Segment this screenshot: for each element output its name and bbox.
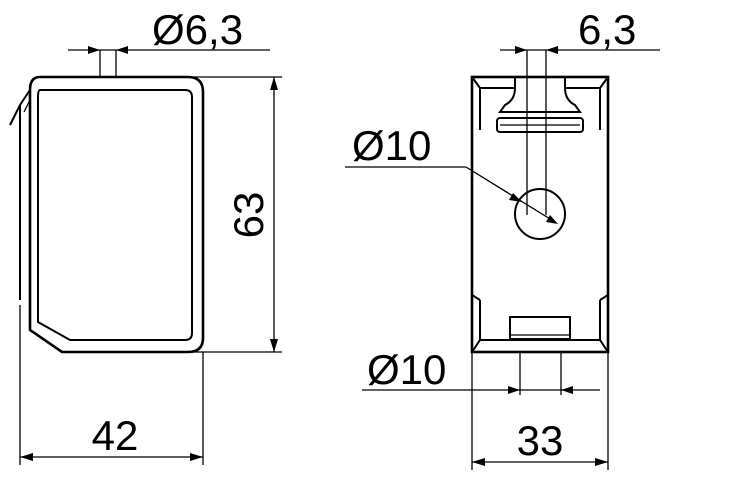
right-top-slot bbox=[498, 77, 582, 113]
right-top-bar bbox=[496, 117, 584, 133]
right-width-label: 33 bbox=[517, 417, 564, 464]
right-slot-arrow-1 bbox=[515, 46, 527, 54]
left-height-label: 63 bbox=[225, 192, 272, 239]
right-bottom-hole-arrow-2 bbox=[561, 386, 573, 394]
left-width-arrow-right bbox=[190, 453, 203, 461]
right-top-right-flange bbox=[565, 76, 609, 130]
right-center-hole bbox=[514, 188, 566, 240]
left-height-arrow-bottom bbox=[270, 339, 278, 352]
left-body-outline bbox=[28, 75, 205, 354]
right-bottom-hole-arrow-1 bbox=[508, 386, 520, 394]
right-bottom-hole-label: Ø10 bbox=[367, 346, 446, 393]
right-slot-width-label: 6,3 bbox=[578, 6, 636, 53]
left-side-clip bbox=[9, 89, 31, 300]
left-hole-arrow-1 bbox=[88, 46, 100, 54]
left-hole-arrow-2 bbox=[116, 46, 128, 54]
left-width-arrow-left bbox=[20, 453, 33, 461]
right-center-hole-arrow-2 bbox=[546, 215, 558, 224]
left-height-arrow-top bbox=[270, 77, 278, 90]
left-view: Ø6,3 63 42 bbox=[9, 6, 282, 465]
right-center-hole-diag bbox=[465, 166, 556, 223]
right-slot-arrow-2 bbox=[546, 46, 558, 54]
right-view: 6,3 Ø10 Ø10 33 bbox=[345, 6, 660, 470]
right-bottom-block bbox=[509, 316, 571, 340]
left-inner-panel bbox=[37, 89, 193, 341]
right-center-hole-label: Ø10 bbox=[352, 122, 431, 169]
right-width-arrow-left bbox=[472, 458, 485, 466]
left-hole-diameter-label: Ø6,3 bbox=[152, 6, 243, 53]
right-top-left-flange bbox=[471, 76, 515, 130]
left-side-clip-inner bbox=[23, 99, 31, 113]
right-center-hole-arrow-1 bbox=[509, 193, 522, 202]
right-width-arrow-right bbox=[595, 458, 608, 466]
right-body-outline bbox=[470, 75, 610, 354]
left-width-label: 42 bbox=[92, 412, 139, 459]
